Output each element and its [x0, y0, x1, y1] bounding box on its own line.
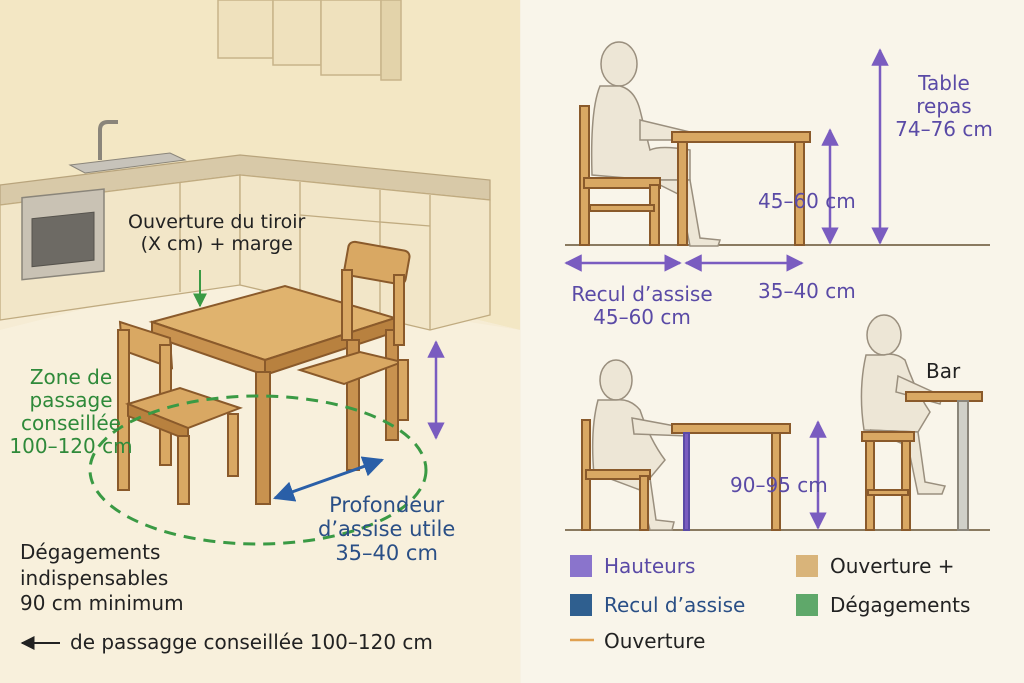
seat-height-label: 45–60 cm	[758, 189, 856, 213]
dining-table-height-label: Table repas 74–76 cm	[888, 72, 1000, 141]
table-label-line-3: 74–76 cm	[895, 117, 993, 141]
dining-chair-side	[579, 105, 661, 246]
drawer-label-line-2: (X cm) + marge	[140, 232, 293, 255]
seat-setback-label: Recul d’assise 45–60 cm	[562, 283, 722, 329]
clearance-line-1: Dégagements	[20, 540, 161, 564]
passage-label-line-4: 100–120 cm	[9, 434, 133, 458]
legend-swatch-seat-setback	[570, 594, 592, 616]
bar-elevation	[565, 314, 990, 531]
clearance-label: Dégagements indispensables 90 cm minimum	[20, 540, 184, 617]
upper-cabinets	[217, 0, 402, 81]
legend-heights: Hauteurs	[604, 554, 696, 578]
table-label-line-1: Table	[918, 71, 970, 95]
setback-line-2: 45–60 cm	[593, 305, 691, 329]
passage-label-line-1: Zone de	[29, 365, 113, 389]
passage-label-line-3: conseillée	[21, 411, 121, 435]
setback-line-1: Recul d’assise	[571, 282, 713, 306]
dining-elevation	[564, 41, 990, 272]
knee-depth-label: 35–40 cm	[758, 279, 856, 303]
bar-label: Bar	[926, 359, 961, 383]
dining-table-side	[671, 131, 811, 246]
passage-label-line-2: passage	[29, 388, 113, 412]
bar-stool	[861, 431, 915, 531]
drawer-label-line-1: Ouverture du tiroir	[128, 211, 306, 233]
legend-opening: Ouverture	[604, 629, 706, 653]
front-chair	[117, 320, 243, 505]
back-chair	[296, 240, 411, 421]
oven	[21, 188, 105, 281]
counter-chair	[581, 419, 651, 531]
legend-swatch-drawer-opening	[796, 555, 818, 577]
legend-drawer-opening: Ouverture +	[830, 554, 955, 578]
passage-zone-outline	[88, 394, 428, 546]
seat-depth-line-3: 35–40 cm	[335, 541, 438, 566]
clearance-line-2: indispensables	[20, 565, 169, 590]
legend-swatch-heights	[570, 555, 592, 577]
passage-zone-label: Zone de passage conseillée 100–120 cm	[8, 366, 134, 458]
bar-counter	[905, 391, 983, 531]
seat-depth-line-2: d’assise utile	[318, 517, 456, 542]
legend-clearances: Dégagements	[830, 593, 971, 617]
legend-marks	[570, 555, 818, 642]
bar-height-label: 90–95 cm	[730, 473, 828, 497]
kitchen-scene	[0, 0, 520, 683]
counter-table	[671, 423, 791, 531]
clearance-line-3: 90 cm minimum	[20, 591, 184, 616]
seat-depth-arrow	[273, 456, 384, 502]
seat-depth-label: Profondeur d’assise utile 35–40 cm	[318, 493, 455, 565]
passage-note: de passagge conseillée 100–120 cm	[70, 630, 433, 654]
table-label-line-2: repas	[916, 94, 972, 118]
legend-swatch-clearances	[796, 594, 818, 616]
legend-seat-setback: Recul d’assise	[604, 593, 746, 617]
sink	[68, 120, 187, 174]
drawer-opening-label: Ouverture du tiroir (X cm) + marge	[128, 211, 306, 256]
seat-depth-line-1: Profondeur	[329, 493, 445, 517]
